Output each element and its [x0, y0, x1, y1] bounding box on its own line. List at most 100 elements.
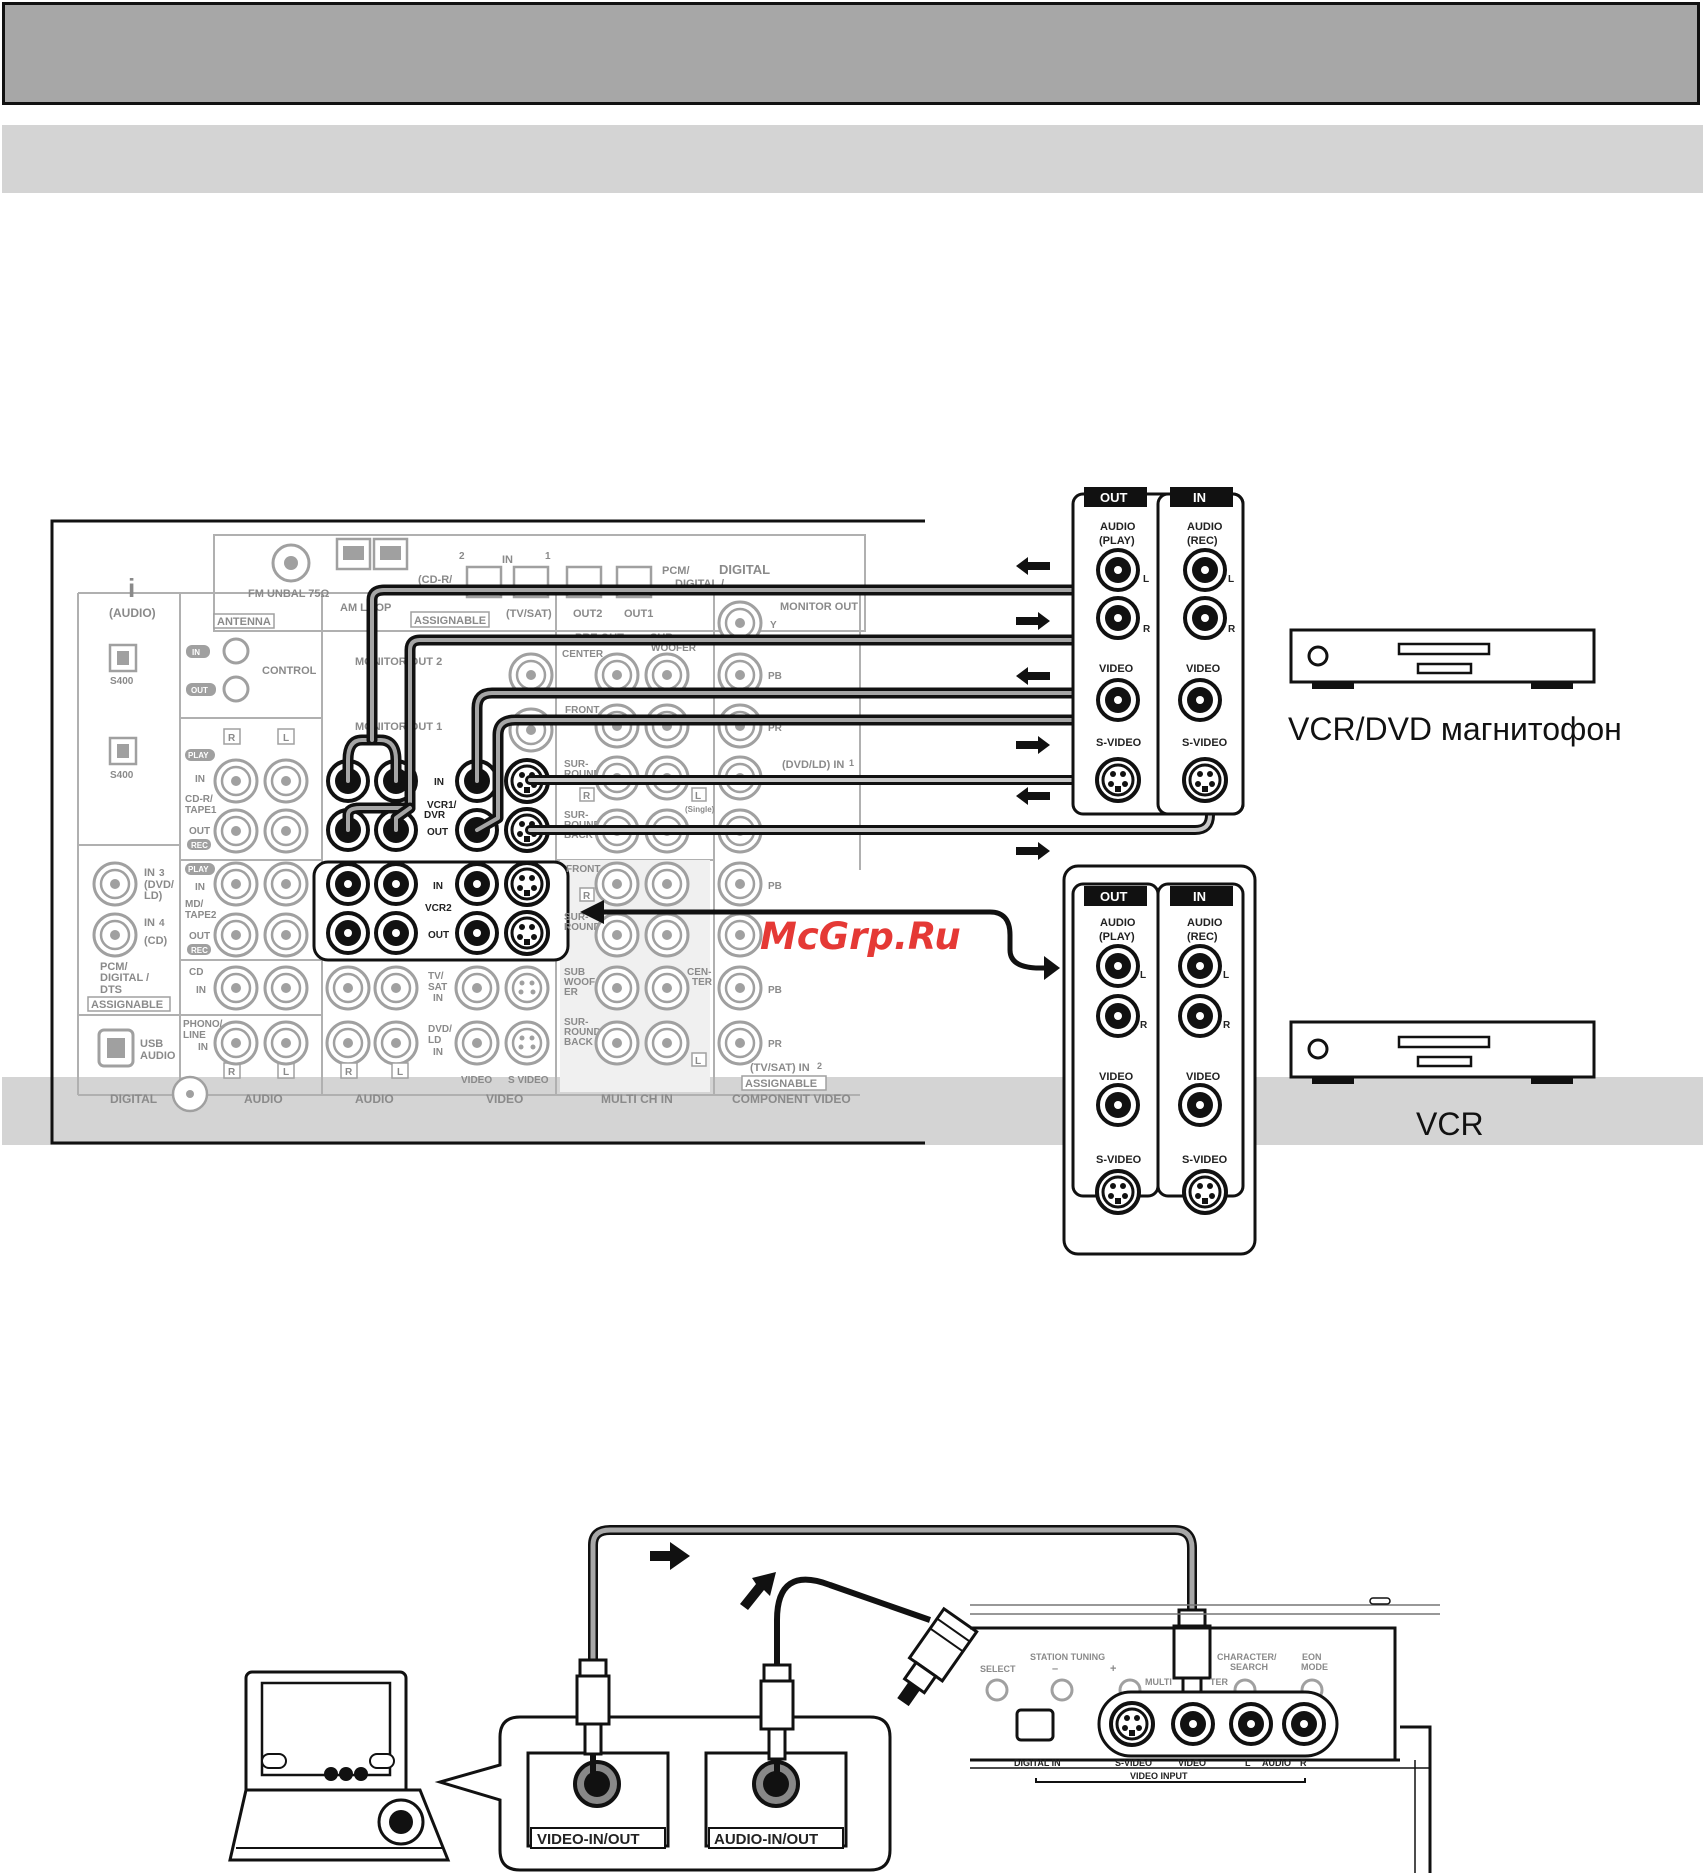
svg-text:PCM/: PCM/	[662, 565, 690, 577]
svg-text:S400: S400	[110, 676, 134, 687]
svg-text:R: R	[583, 891, 591, 902]
svg-text:BACK: BACK	[564, 830, 594, 841]
receiver-rear-panel: FM UNBAL 75Ω AM LOOP ANTENNA 2 IN 1 (CD-…	[50, 519, 925, 1145]
svg-text:AUDIO: AUDIO	[1100, 917, 1136, 929]
svg-text:1: 1	[849, 758, 854, 768]
svg-text:DIGITAL: DIGITAL	[110, 1092, 157, 1106]
svg-text:R: R	[1140, 1020, 1148, 1031]
svg-text:(CD-R/: (CD-R/	[418, 574, 452, 586]
svg-text:IN: IN	[1193, 889, 1206, 904]
svg-text:MD/: MD/	[185, 899, 204, 910]
svg-text:L: L	[283, 733, 289, 744]
svg-text:BACK: BACK	[564, 1037, 594, 1048]
svg-text:S-VIDEO: S-VIDEO	[1115, 1758, 1152, 1768]
svg-text:IN: IN	[144, 917, 155, 929]
svg-text:VIDEO: VIDEO	[1099, 663, 1134, 675]
svg-text:AUDIO: AUDIO	[355, 1092, 394, 1106]
svg-text:L: L	[695, 791, 701, 802]
svg-text:4: 4	[159, 918, 165, 929]
svg-text:EON: EON	[1302, 1652, 1322, 1662]
svg-text:L: L	[397, 1067, 403, 1078]
svg-text:VIDEO: VIDEO	[1099, 1071, 1134, 1083]
svg-text:R: R	[1228, 624, 1236, 635]
svg-text:ASSIGNABLE: ASSIGNABLE	[91, 999, 163, 1011]
svg-text:S-VIDEO: S-VIDEO	[1096, 1154, 1142, 1166]
svg-text:FM UNBAL 75Ω: FM UNBAL 75Ω	[248, 588, 330, 600]
svg-text:L: L	[283, 1067, 289, 1078]
svg-text:R: R	[345, 1067, 353, 1078]
signal-direction-arrows	[1016, 557, 1050, 860]
svg-text:OUT: OUT	[428, 930, 449, 941]
svg-text:WOOFER: WOOFER	[651, 643, 697, 654]
svg-text:IN: IN	[192, 648, 200, 657]
svg-text:SUR-: SUR-	[564, 1017, 588, 1028]
svg-text:IN: IN	[433, 1047, 443, 1058]
svg-text:VIDEO: VIDEO	[461, 1075, 492, 1086]
svg-text:VIDEO: VIDEO	[486, 1092, 523, 1106]
svg-text:VCR1/: VCR1/	[427, 800, 457, 811]
svg-text:3: 3	[159, 868, 165, 879]
svg-text:REC: REC	[191, 946, 208, 955]
svg-text:DVD/: DVD/	[428, 1024, 452, 1035]
device2-panel: OUT IN AUDIO (PLAY) AUDIO (REC) L R L R …	[1062, 864, 1257, 1256]
svg-text:USB: USB	[140, 1038, 163, 1050]
svg-text:OUT: OUT	[189, 931, 210, 942]
vcr2-jacks: IN VCR2 OUT	[312, 860, 570, 962]
svg-text:ER: ER	[564, 987, 579, 998]
svg-text:AUDIO: AUDIO	[1187, 521, 1223, 533]
svg-text:IN: IN	[196, 985, 206, 996]
watermark: McGrp.Ru	[760, 915, 961, 958]
svg-text:LD: LD	[428, 1035, 441, 1046]
svg-text:CD-R/: CD-R/	[185, 794, 213, 805]
am-loop-terminal	[335, 537, 372, 571]
svg-text:PB: PB	[768, 671, 782, 682]
svg-text:IN: IN	[195, 882, 205, 893]
svg-text:TAPE1: TAPE1	[185, 805, 217, 816]
video-in-out-label: VIDEO-IN/OUT	[537, 1831, 640, 1848]
svg-text:L: L	[695, 1056, 701, 1067]
device1-name: VCR/DVD магнитофон	[1288, 711, 1622, 747]
svg-text:(PLAY): (PLAY)	[1099, 535, 1135, 547]
svg-text:DVR: DVR	[424, 810, 446, 821]
svg-text:VIDEO: VIDEO	[1178, 1758, 1206, 1768]
svg-text:OUT1: OUT1	[624, 608, 653, 620]
svg-text:AUDIO: AUDIO	[140, 1050, 176, 1062]
svg-text:STATION TUNING: STATION TUNING	[1030, 1652, 1105, 1662]
svg-text:R: R	[1223, 1020, 1231, 1031]
svg-text:COMPONENT VIDEO: COMPONENT VIDEO	[732, 1092, 851, 1106]
svg-text:CD: CD	[189, 967, 203, 978]
svg-text:CENTER: CENTER	[562, 649, 604, 660]
svg-text:SUR-: SUR-	[564, 759, 588, 770]
left-digital-column: i (AUDIO) S400 S400 IN 3 (DVD/ LD) IN 4 …	[87, 573, 209, 1113]
section-header-bar-2	[2, 1077, 1703, 1145]
svg-text:TER: TER	[1210, 1677, 1229, 1687]
svg-text:S400: S400	[110, 770, 134, 781]
svg-text:(AUDIO): (AUDIO)	[109, 606, 156, 620]
svg-text:OUT: OUT	[1100, 490, 1128, 505]
svg-text:ANTENNA: ANTENNA	[217, 616, 271, 628]
svg-text:OUT: OUT	[191, 686, 208, 695]
svg-text:MODE: MODE	[1301, 1662, 1328, 1672]
svg-text:(CD): (CD)	[144, 935, 168, 947]
svg-text:PHONO/: PHONO/	[183, 1019, 223, 1030]
svg-text:S-VIDEO: S-VIDEO	[1182, 1154, 1228, 1166]
svg-text:LINE: LINE	[183, 1030, 206, 1041]
svg-text:OUT: OUT	[1100, 889, 1128, 904]
svg-text:SEARCH: SEARCH	[1230, 1662, 1268, 1672]
svg-text:L: L	[1140, 970, 1146, 981]
svg-text:SUR-: SUR-	[564, 810, 588, 821]
svg-text:TV/: TV/	[428, 971, 444, 982]
pre-out-section: PRE OUT SUB CENTER WOOFER FRONT SUR- ROU…	[562, 632, 715, 854]
svg-text:2: 2	[817, 1061, 822, 1071]
video-input-column: MONITOR OUT 2 MONITOR OUT 1 IN VCR1/ DVR…	[312, 652, 570, 1106]
svg-text:(PLAY): (PLAY)	[1099, 931, 1135, 943]
svg-text:L: L	[1228, 574, 1234, 585]
svg-text:R: R	[228, 1067, 236, 1078]
cable-vcr2	[580, 900, 1060, 980]
section-header-bar-1	[2, 125, 1703, 193]
svg-text:PR: PR	[768, 1039, 783, 1050]
svg-text:MULTI CH IN: MULTI CH IN	[601, 1092, 673, 1106]
svg-text:PR: PR	[768, 723, 783, 734]
svg-text:MULTI: MULTI	[1145, 1677, 1172, 1687]
svg-text:IN: IN	[195, 774, 205, 785]
